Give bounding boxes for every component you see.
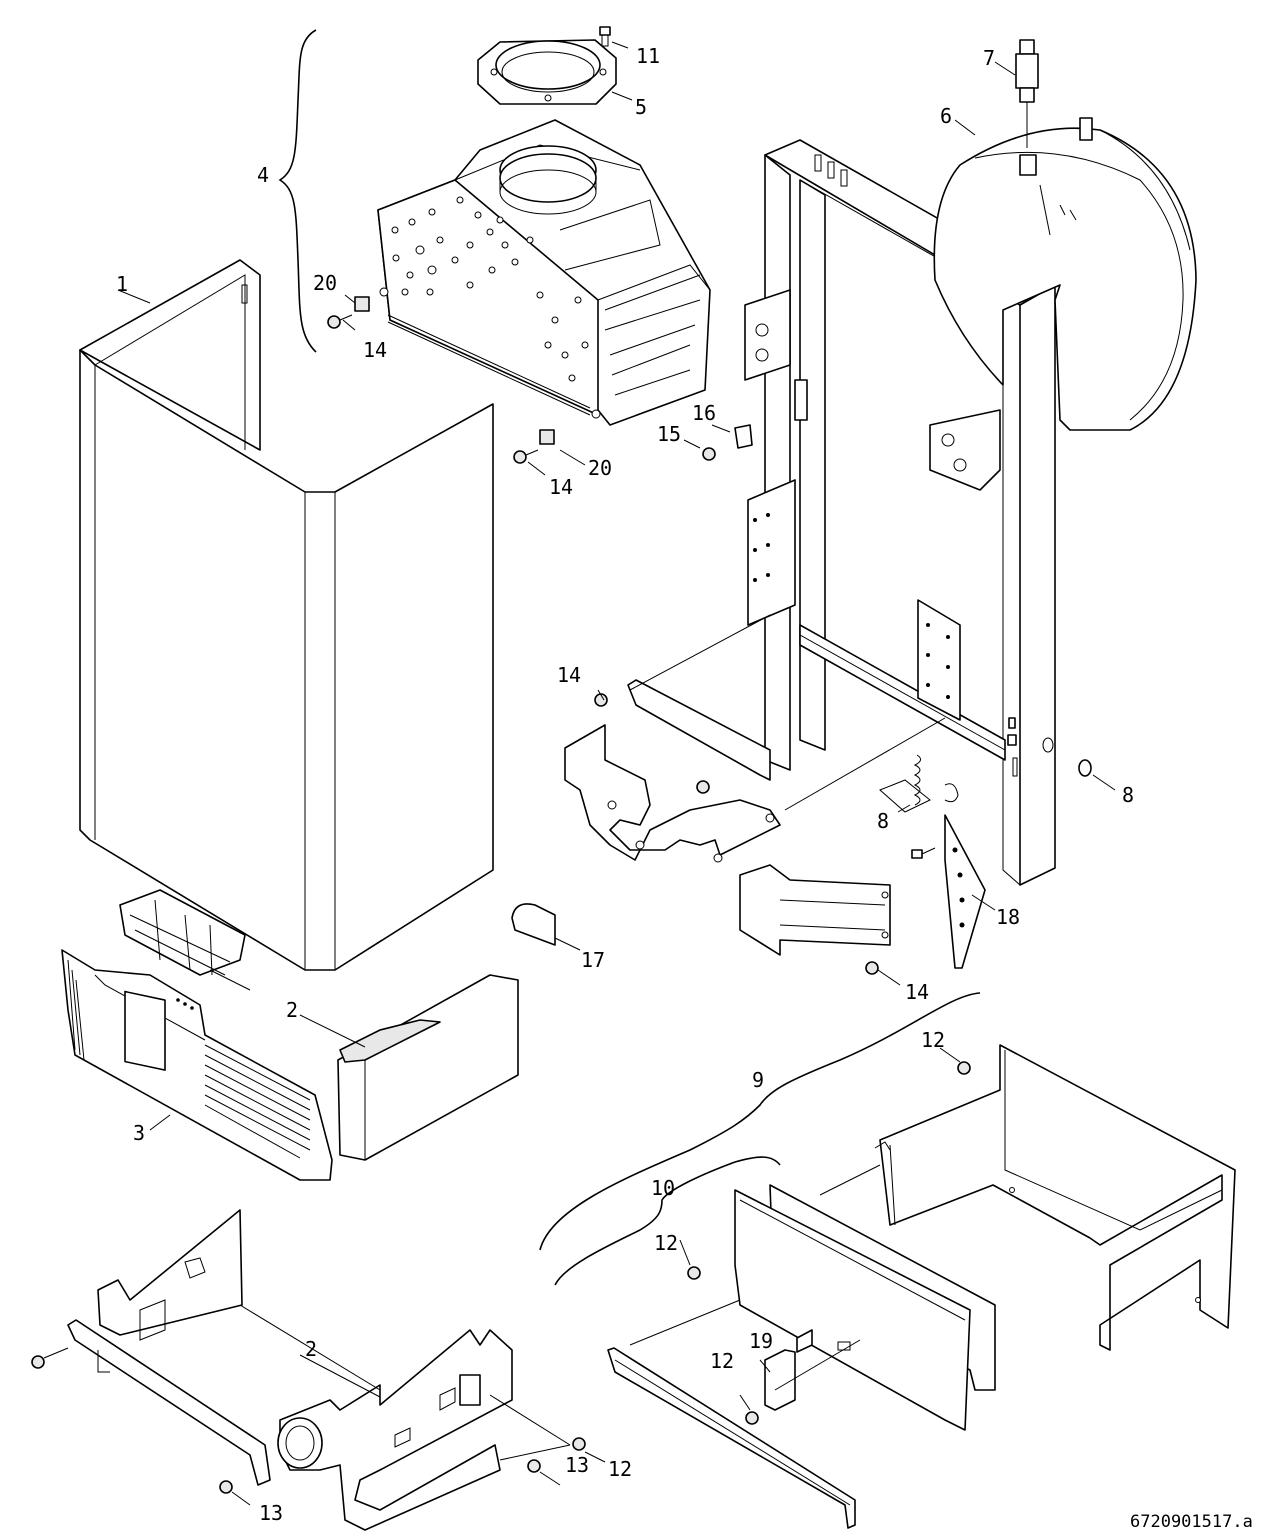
callout-12-top: 12: [921, 1028, 945, 1052]
callout-9: 9: [752, 1068, 764, 1092]
callout-13-left: 13: [259, 1501, 283, 1525]
main-frame: [744, 139, 1056, 886]
brace-9: [539, 992, 981, 1251]
callout-2-upper: 2: [286, 998, 298, 1022]
part-11-screw: [599, 26, 611, 47]
callout-12-mid: 12: [654, 1231, 678, 1255]
part-6-expansion-vessel: [933, 117, 1197, 431]
lower-mounting-brackets: [564, 424, 1092, 975]
callout-19: 19: [749, 1329, 773, 1353]
callout-10: 10: [651, 1176, 675, 1200]
callout-14-hood-bottom: 14: [549, 475, 573, 499]
callout-6: 6: [940, 104, 952, 128]
document-number: 6720901517.a: [1130, 1512, 1253, 1532]
callout-8-right: 8: [1122, 783, 1134, 807]
brace-10: [554, 1156, 781, 1286]
callout-12-rail: 12: [608, 1457, 632, 1481]
part-4-combustion-chamber: [377, 119, 711, 426]
callout-14-bracket: 14: [557, 663, 581, 687]
callout-7: 7: [983, 46, 995, 70]
part-9-side-frame: [874, 1044, 1236, 1351]
hood-clips-and-screws: [327, 287, 601, 464]
callout-8-spring: 8: [877, 809, 889, 833]
callout-labels: 1 2 2 3 4 5 6 7 8 8 9 10 11 12 12 12 12 …: [116, 44, 1253, 1532]
callout-14-hood-left: 14: [363, 338, 387, 362]
part-5-flue-flange: [477, 39, 617, 105]
leader-lines: [43, 41, 1116, 1506]
part-3-front-panel: [61, 949, 333, 1181]
callout-4: 4: [257, 163, 269, 187]
part-2-base-bracket: [31, 1209, 541, 1531]
part-17-cover-cap: [511, 903, 556, 946]
callout-12-panel: 12: [710, 1349, 734, 1373]
part-2-control-housing: [119, 889, 519, 1161]
brace-4: [278, 29, 317, 353]
part-10-base-panel: [572, 1061, 996, 1529]
part-1-outer-casing: [79, 259, 494, 971]
part-7-air-vent: [1015, 39, 1039, 148]
callout-1: 1: [116, 272, 128, 296]
callout-5: 5: [635, 95, 647, 119]
callout-14-lower: 14: [905, 980, 929, 1004]
front-panel-vents: [204, 1044, 311, 1159]
callout-18: 18: [996, 905, 1020, 929]
callout-16: 16: [692, 401, 716, 425]
callout-17: 17: [581, 948, 605, 972]
callout-20-hood-bottom: 20: [588, 456, 612, 480]
callout-20-hood-left: 20: [313, 271, 337, 295]
callout-15: 15: [657, 422, 681, 446]
hood-holes: [391, 196, 589, 382]
callout-2-lower: 2: [305, 1337, 317, 1361]
callout-3: 3: [133, 1121, 145, 1145]
callout-11: 11: [636, 44, 660, 68]
callout-13-right: 13: [565, 1453, 589, 1477]
